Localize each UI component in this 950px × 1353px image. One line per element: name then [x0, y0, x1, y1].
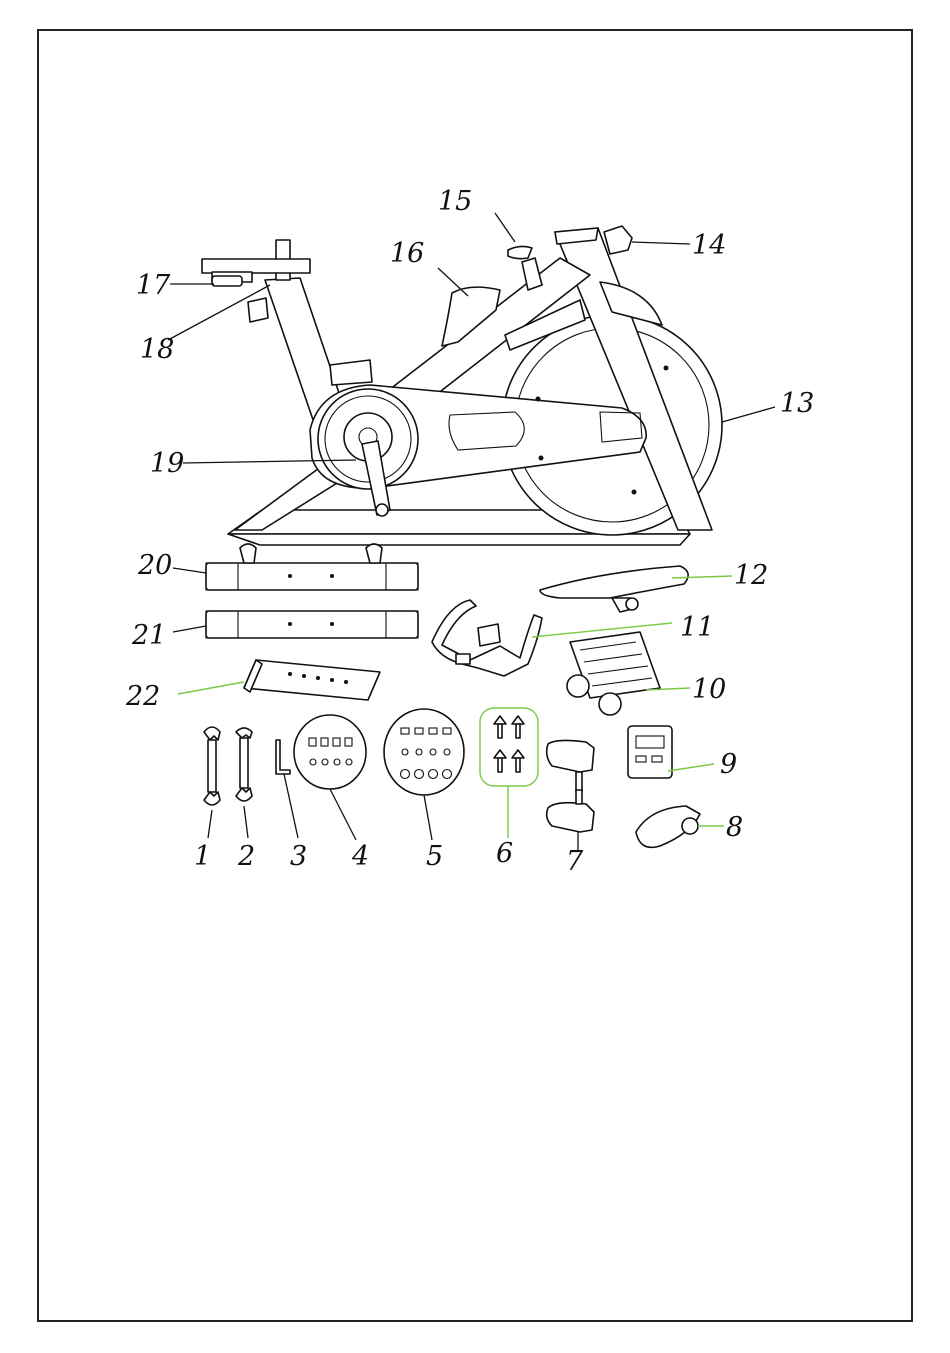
part-12-saddle: [540, 566, 688, 612]
label-19: 19: [150, 448, 184, 479]
label-10: 10: [692, 674, 726, 705]
label-1: 1: [194, 841, 211, 872]
label-6: 6: [496, 838, 513, 869]
label-16: 16: [390, 238, 424, 269]
label-7: 7: [566, 846, 584, 877]
part-2-wrench: [236, 728, 252, 801]
part-6-screws: [480, 708, 538, 786]
part-3-allen-key: [276, 740, 290, 774]
label-17: 17: [136, 270, 171, 301]
part-22-seat-slider: [244, 660, 380, 700]
part-5-hardware-bag: [384, 709, 464, 795]
part-4-hardware-bag: [294, 715, 366, 789]
part-8-pedal: [636, 806, 700, 847]
part-21-rear-stabilizer: [206, 611, 418, 638]
part-7-pedals: [547, 740, 594, 832]
label-9: 9: [720, 749, 737, 780]
label-3: 3: [290, 841, 307, 872]
label-5: 5: [426, 841, 443, 872]
label-8: 8: [726, 812, 743, 843]
label-18: 18: [140, 334, 174, 365]
part-9-console: [628, 726, 672, 778]
part-20-front-stabilizer: [206, 544, 418, 590]
label-2: 2: [237, 841, 255, 872]
part-11-handlebar: [432, 600, 542, 676]
part-1-wrench: [204, 727, 220, 805]
bike-assembly: [202, 226, 722, 545]
label-11: 11: [680, 612, 714, 643]
label-14: 14: [692, 230, 726, 261]
label-4: 4: [351, 841, 369, 872]
label-21: 21: [131, 620, 166, 651]
label-15: 15: [438, 186, 472, 217]
label-20: 20: [137, 550, 172, 581]
label-13: 13: [780, 388, 814, 419]
label-22: 22: [125, 681, 160, 712]
part-10-transport-wheels: [567, 632, 660, 715]
label-12: 12: [734, 560, 768, 591]
